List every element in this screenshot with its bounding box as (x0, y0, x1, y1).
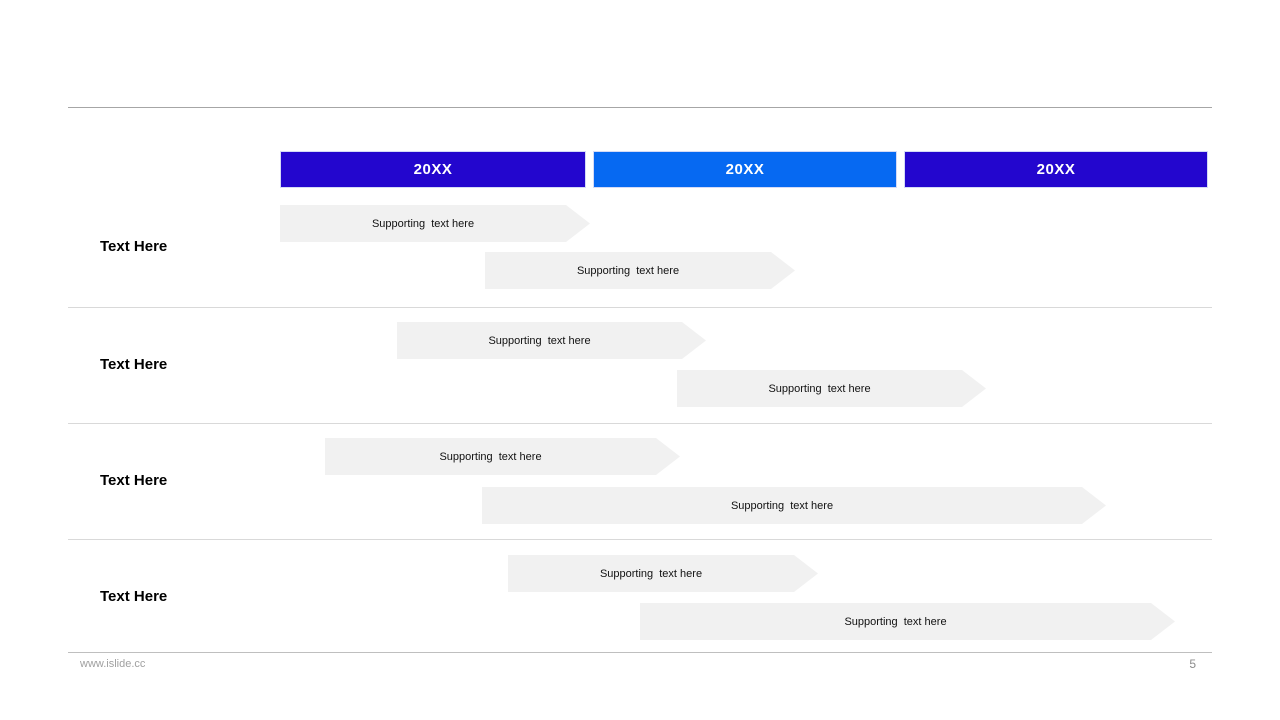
supporting-arrow: Supporting text here (677, 370, 986, 407)
supporting-arrow: Supporting text here (640, 603, 1175, 640)
footer-url: www.islide.cc (80, 658, 146, 670)
row-divider (68, 423, 1212, 424)
arrow-label: Supporting text here (768, 382, 871, 395)
row-label: Text Here (100, 356, 168, 373)
supporting-arrow: Supporting text here (508, 555, 818, 592)
supporting-arrow: Supporting text here (482, 487, 1106, 524)
row-label: Text Here (100, 588, 168, 605)
row-divider (68, 539, 1212, 540)
arrow-label: Supporting text here (599, 567, 703, 580)
arrow-label: Supporting text here (576, 264, 680, 277)
page-number: 5 (1189, 657, 1196, 671)
arrow-label: Supporting text here (844, 615, 947, 628)
arrow-label: Supporting text here (439, 450, 542, 463)
arrow-label: Supporting text here (371, 217, 475, 230)
supporting-arrow: Supporting text here (397, 322, 706, 359)
title-separator-rule (68, 107, 1212, 108)
footer-separator-rule (68, 652, 1212, 653)
supporting-arrow: Supporting text here (280, 205, 590, 242)
row-label: Text Here (100, 238, 168, 255)
year-header-bar: 20XX (280, 151, 586, 188)
supporting-arrow: Supporting text here (485, 252, 795, 289)
year-header-bar: 20XX (593, 151, 897, 188)
row-label: Text Here (100, 472, 168, 489)
row-divider (68, 307, 1212, 308)
supporting-arrow: Supporting text here (325, 438, 680, 475)
arrow-label: Supporting text here (488, 334, 591, 347)
arrow-label: Supporting text here (730, 499, 834, 512)
year-header-bar: 20XX (904, 151, 1208, 188)
